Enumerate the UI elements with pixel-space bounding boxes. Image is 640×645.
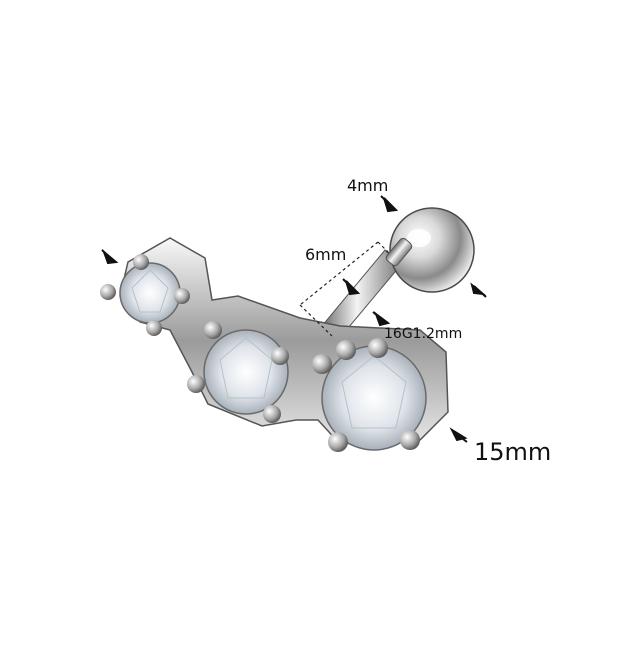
arrow-icon [380,195,399,213]
total-length-label: 15mm [474,438,552,466]
large-gem [312,338,427,452]
dashed-dimension-line-icon [299,241,391,337]
arrow-icon [101,248,119,265]
ball-end [385,207,475,293]
arrow-icon [342,278,361,296]
small-gem [100,254,190,336]
bar-length-label: 6mm [305,245,347,264]
arrow-icon [372,311,391,327]
arrow-icon [470,282,487,298]
medium-gem [187,321,289,423]
gauge-label: 16G1.2mm [384,326,463,342]
ball-size-label: 4mm [347,176,389,195]
arrow-icon [449,427,468,443]
